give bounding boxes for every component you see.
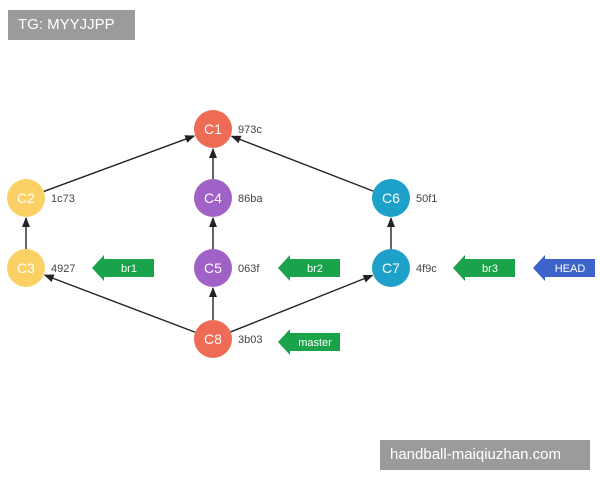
commit-node-c2: C2 1c73 [7, 179, 75, 217]
commit-circle [194, 179, 232, 217]
refs-layer: br1 br2 br3 master HEAD [92, 255, 595, 355]
ref-label: br2 [307, 263, 323, 275]
commit-node-c7: C7 4f9c [372, 249, 437, 287]
ref-arrow-br1: br1 [92, 255, 154, 281]
commit-id-label: C1 [204, 121, 222, 137]
commit-hash-label: 50f1 [416, 193, 437, 205]
ref-arrow-br2: br2 [278, 255, 340, 281]
commit-hash-label: 4f9c [416, 263, 437, 275]
ref-arrow-master: master [278, 329, 340, 355]
edge-c2-c1 [43, 135, 196, 193]
commit-circle [372, 249, 410, 287]
ref-label: br3 [482, 263, 498, 275]
ref-arrow-shape [92, 255, 154, 281]
ref-arrow-shape [533, 255, 595, 281]
watermark-top: TG: MYYJJPP [8, 10, 135, 40]
commit-hash-label: 4927 [51, 263, 75, 275]
commit-hash-label: 1c73 [51, 193, 75, 205]
commit-hash-label: 063f [238, 263, 260, 275]
commit-node-c6: C6 50f1 [372, 179, 437, 217]
commit-circle [7, 179, 45, 217]
commit-id-label: C4 [204, 190, 222, 206]
ref-arrow-shape [453, 255, 515, 281]
commit-node-c8: C8 3b03 [194, 320, 262, 358]
commit-id-label: C2 [17, 190, 35, 206]
commit-id-label: C5 [204, 260, 222, 276]
ref-arrow-shape [278, 329, 340, 355]
commit-circle [372, 179, 410, 217]
ref-arrow-head: HEAD [533, 255, 595, 281]
commit-circle [194, 249, 232, 287]
ref-arrow-br3: br3 [453, 255, 515, 281]
commit-node-c5: C5 063f [194, 249, 260, 287]
commit-circle [194, 320, 232, 358]
commit-id-label: C6 [382, 190, 400, 206]
edges-layer [22, 135, 395, 333]
commit-circle [194, 110, 232, 148]
commit-node-c1: C1 973c [194, 110, 262, 148]
commit-circle [7, 249, 45, 287]
commit-hash-label: 3b03 [238, 334, 262, 346]
watermark-bottom: handball-maiqiuzhan.com [380, 440, 590, 470]
commit-node-c3: C3 4927 [7, 249, 75, 287]
ref-label: HEAD [555, 263, 586, 275]
commit-id-label: C3 [17, 260, 35, 276]
commit-id-label: C7 [382, 260, 400, 276]
commit-hash-label: 973c [238, 124, 262, 136]
edge-c8-c7 [230, 274, 374, 333]
ref-label: br1 [121, 263, 137, 275]
commit-id-label: C8 [204, 331, 222, 347]
ref-label: master [298, 337, 332, 349]
edge-c6-c1 [230, 135, 374, 192]
commit-node-c4: C4 86ba [194, 179, 263, 217]
commit-hash-label: 86ba [238, 193, 263, 205]
edge-c8-c3 [43, 274, 196, 333]
ref-arrow-shape [278, 255, 340, 281]
